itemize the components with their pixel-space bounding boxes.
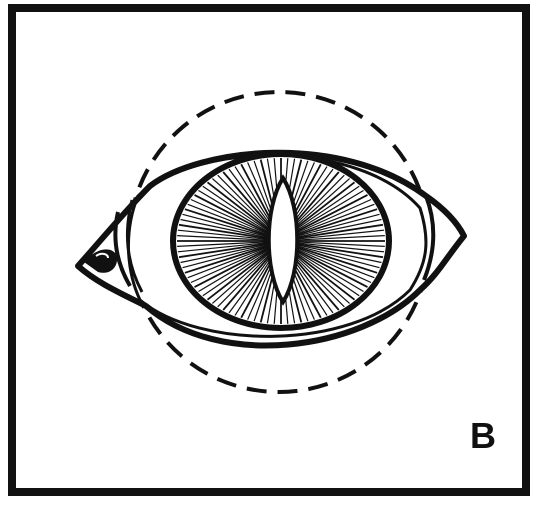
- panel-label: B: [470, 418, 496, 454]
- vertical-slit-pupil: [269, 178, 298, 302]
